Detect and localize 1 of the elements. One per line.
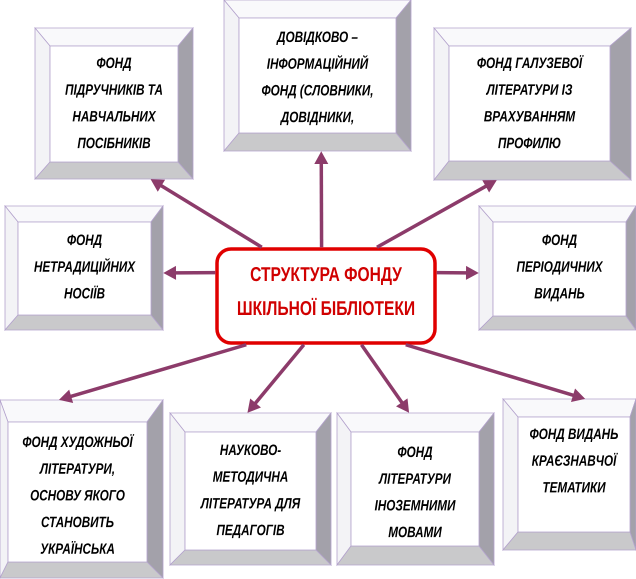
center-box: СТРУКТУРА ФОНДУ ШКІЛЬНОЇ БІБЛІОТЕКИ: [215, 247, 437, 345]
